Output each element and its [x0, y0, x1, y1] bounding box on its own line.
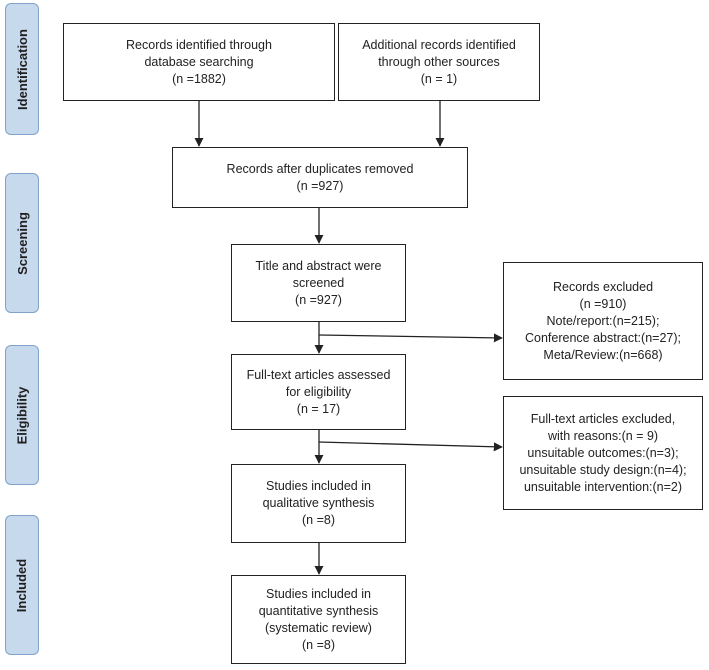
- box-text: unsuitable outcomes:(n=3);: [527, 445, 679, 460]
- box-text: qualitative synthesis: [262, 496, 375, 510]
- box-text: quantitative synthesis: [258, 603, 379, 618]
- box-text: (n =8): [301, 513, 335, 527]
- box-text: Additional records identified: [362, 37, 516, 52]
- box-after-duplicates: Records after duplicates removed (n =927…: [172, 147, 468, 208]
- arrow-fulltext-to-fulltext-excluded: [318, 441, 503, 452]
- box-database-searching: Records identified through database sear…: [63, 23, 335, 101]
- phase-eligibility: Eligibility: [5, 345, 39, 485]
- box-title-abstract-screened: Title and abstract were screened (n =927…: [231, 244, 406, 322]
- box-text: (n = 17): [296, 401, 341, 416]
- box-text: Records excluded: [552, 279, 654, 294]
- box-text: Records after duplicates removed: [226, 161, 414, 176]
- box-text: Studies included in: [266, 479, 371, 493]
- box-text: unsuitable intervention:(n=2): [523, 479, 683, 494]
- box-text: database searching: [144, 54, 254, 69]
- box-other-sources: Additional records identified through ot…: [338, 23, 540, 101]
- arrow-screened-to-excluded: [318, 333, 503, 343]
- box-text: Title and abstract were: [255, 258, 382, 273]
- box-text: Full-text articles assessed: [246, 367, 391, 382]
- box-records-excluded: Records excluded (n =910) Note/report:(n…: [503, 262, 703, 380]
- box-text: (systematic review): [265, 620, 372, 635]
- box-text: screened: [292, 275, 345, 290]
- box-fulltext-assessed: Full-text articles assessed for eligibil…: [231, 354, 406, 430]
- box-fulltext-excluded: Full-text articles excluded, with reason…: [503, 396, 703, 510]
- box-text: Note/report:(n=215);: [546, 313, 660, 328]
- box-text: Studies included in: [266, 586, 371, 601]
- box-qualitative-synthesis: Studies included in qualitative synthesi…: [231, 464, 406, 543]
- box-text: (n =1882): [172, 71, 226, 86]
- box-text: unsuitable study design:(n=4);: [519, 462, 687, 477]
- box-text: (n = 1): [420, 71, 458, 86]
- box-text: Meta/Review:(n=668): [543, 347, 663, 362]
- box-text: through other sources: [378, 54, 500, 69]
- box-text: (n =927): [296, 178, 344, 193]
- box-text: Full-text articles excluded,: [530, 411, 676, 426]
- box-text: (n =910): [579, 296, 627, 311]
- box-text: (n =927): [295, 292, 342, 307]
- box-text: with reasons:(n = 9): [547, 428, 659, 443]
- box-text: for eligibility: [285, 384, 352, 399]
- box-quantitative-synthesis: Studies included in quantitative synthes…: [231, 575, 406, 664]
- box-text: Conference abstract:(n=27);: [525, 330, 681, 345]
- phase-screening: Screening: [5, 173, 39, 313]
- phase-identification: Identification: [5, 3, 39, 135]
- box-text: (n =8): [301, 637, 335, 652]
- box-text: Records identified through: [126, 37, 272, 52]
- phase-included: Included: [5, 515, 39, 655]
